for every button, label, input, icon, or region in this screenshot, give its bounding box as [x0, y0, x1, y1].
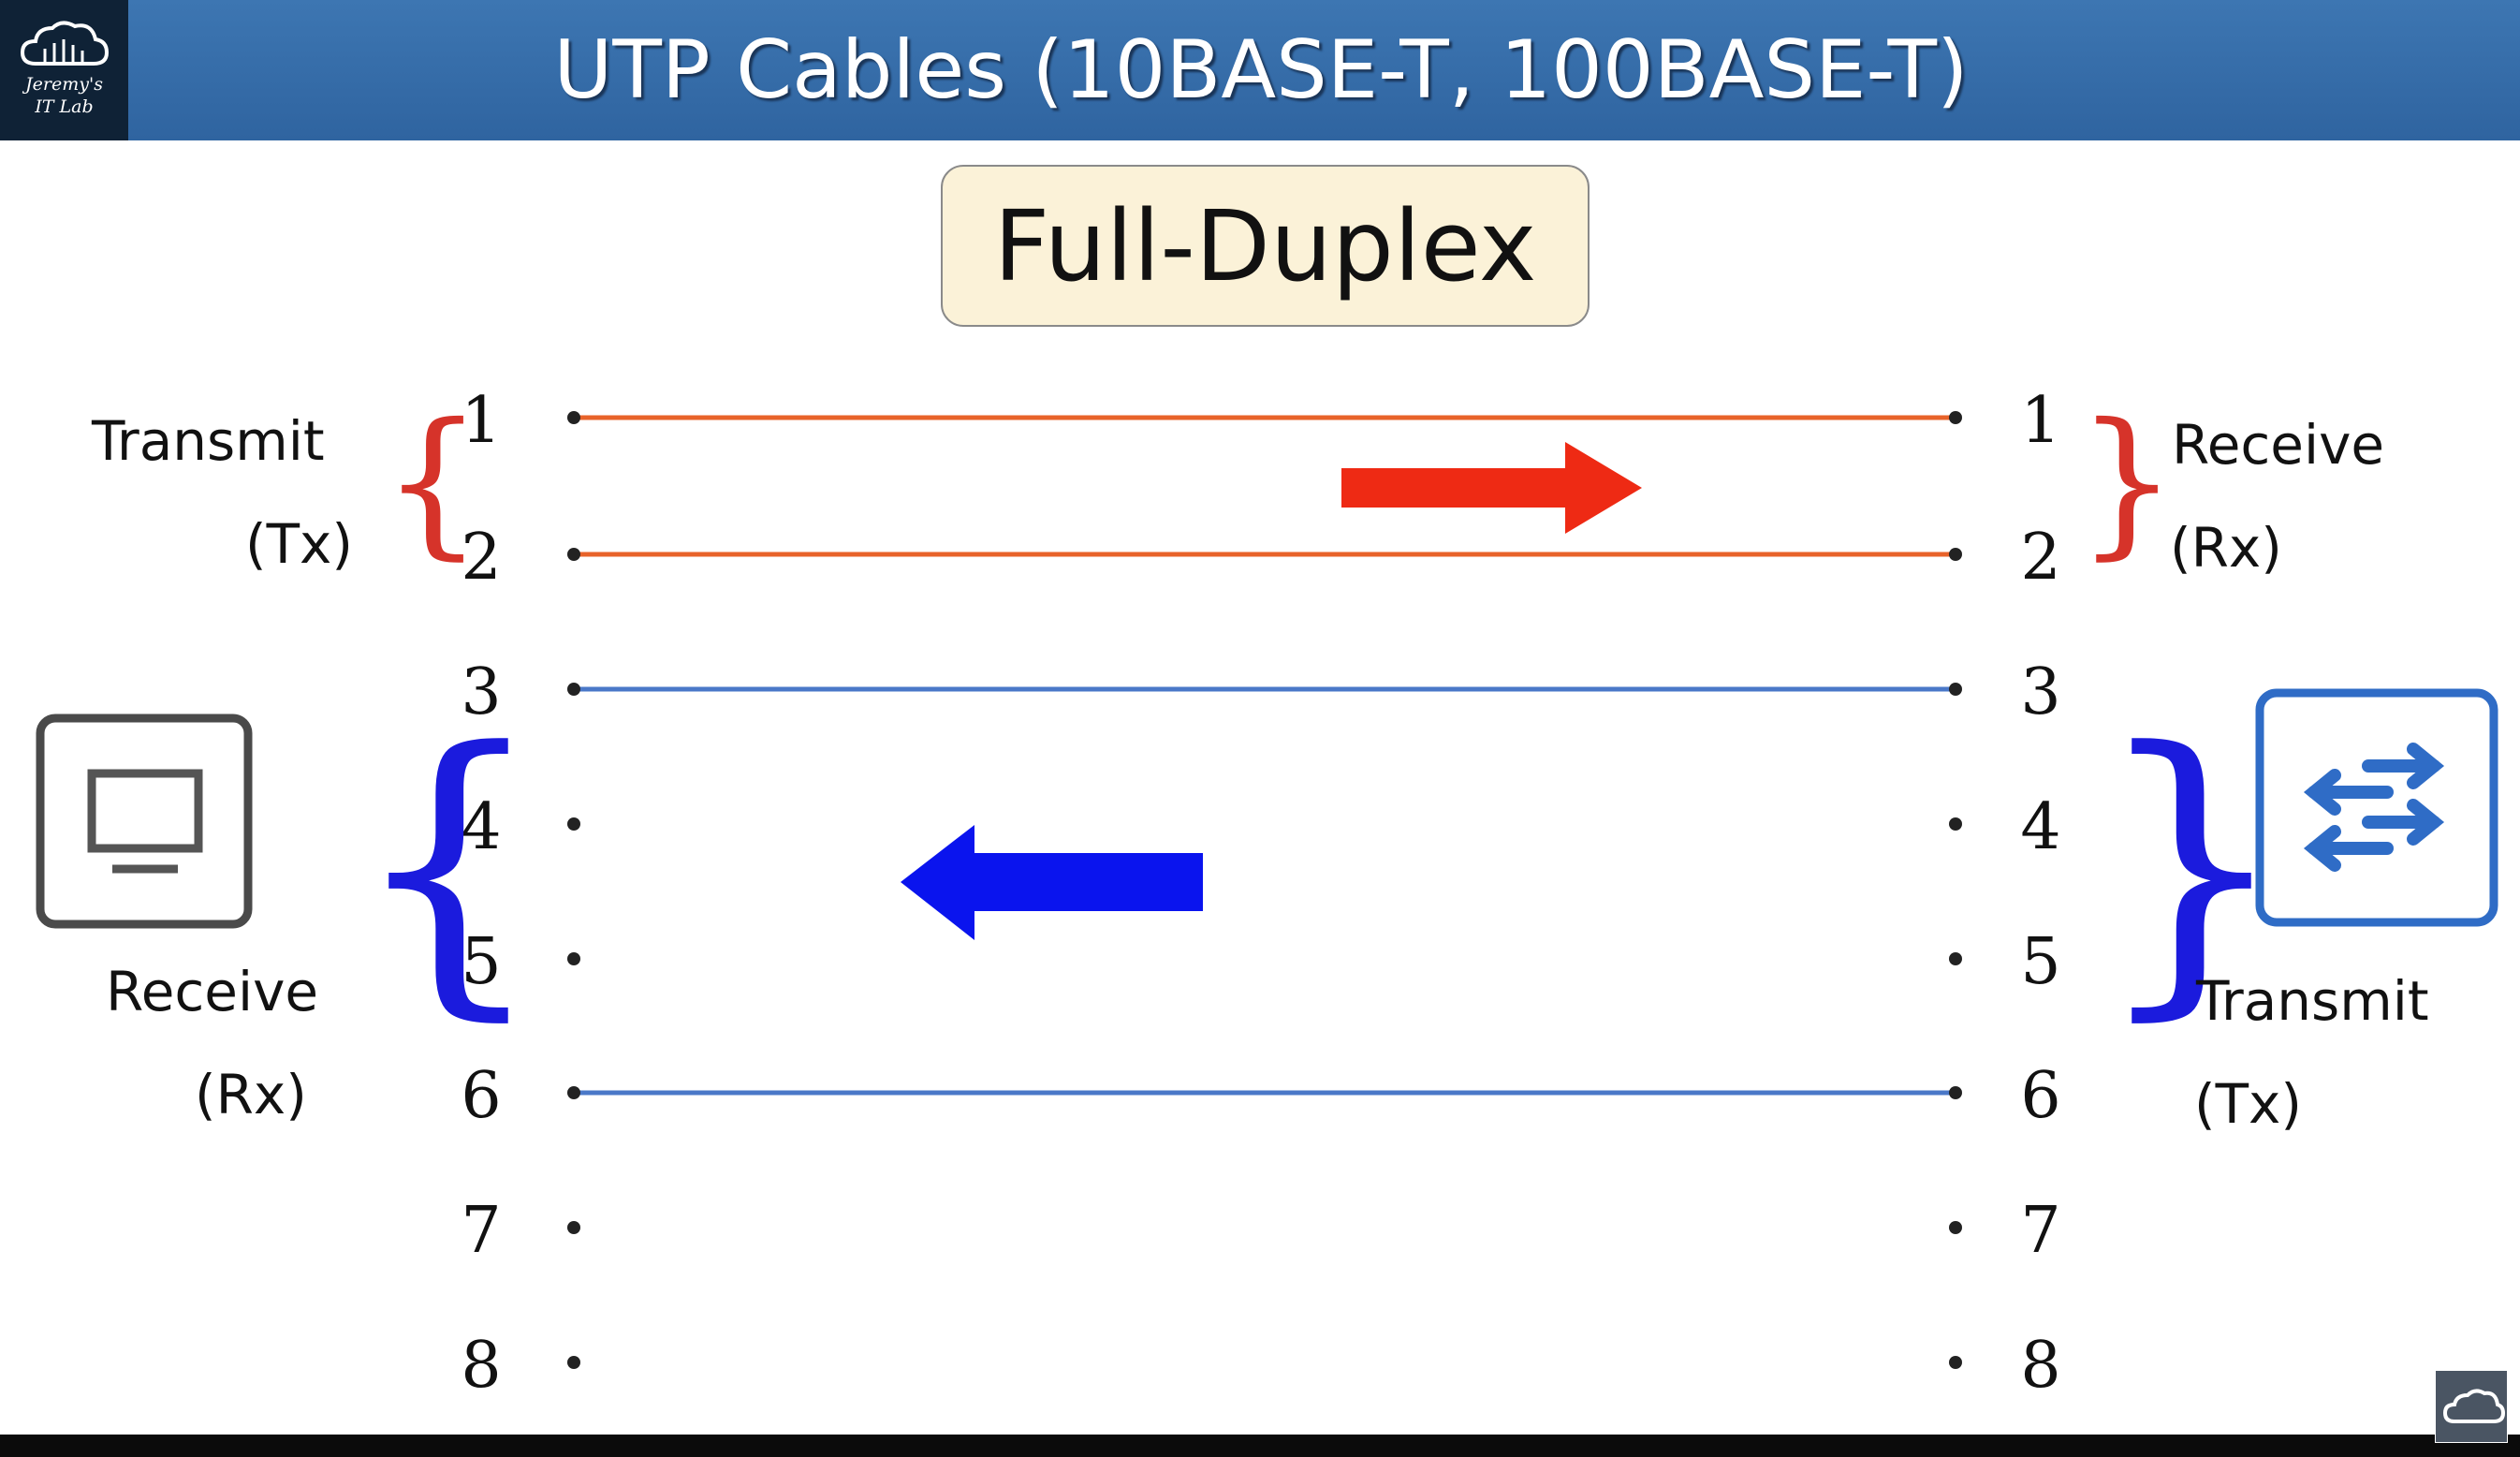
left-dot-2	[567, 548, 580, 561]
left-dot-1	[567, 411, 580, 424]
right-tx-label: (Tx)	[2194, 1072, 2303, 1136]
channel-logo-button[interactable]	[2435, 1370, 2508, 1443]
right-dot-5	[1949, 952, 1962, 965]
right-tx-brace: }	[2093, 686, 2290, 1046]
blue-left-arrow	[901, 825, 1203, 940]
left-pin-8: 8	[461, 1329, 502, 1403]
right-pin-dots	[1949, 411, 1962, 1369]
left-transmit-label: Transmit	[92, 409, 325, 473]
wiring-diagram	[36, 411, 2498, 1369]
left-pin-5: 5	[461, 925, 502, 999]
left-dot-3	[567, 683, 580, 696]
right-pin-7: 7	[2020, 1194, 2061, 1268]
left-rx-brace: {	[350, 686, 547, 1046]
right-dot-7	[1949, 1221, 1962, 1234]
left-pin-3: 3	[461, 655, 502, 729]
right-receive-label: Receive	[2172, 413, 2385, 477]
left-dot-8	[567, 1356, 580, 1369]
right-dot-2	[1949, 548, 1962, 561]
left-tx-label: (Tx)	[245, 512, 354, 576]
right-dot-1	[1949, 411, 1962, 424]
right-pin-2: 2	[2020, 521, 2061, 595]
pc-monitor-icon	[36, 714, 253, 929]
left-pin-6: 6	[461, 1059, 502, 1133]
left-pin-2: 2	[461, 521, 502, 595]
switch-icon	[2255, 688, 2498, 927]
left-dot-5	[567, 952, 580, 965]
left-pin-4: 4	[461, 790, 502, 864]
right-transmit-label: Transmit	[2196, 969, 2429, 1033]
right-rx-brace: }	[2076, 390, 2178, 575]
right-pin-3: 3	[2020, 655, 2061, 729]
right-rx-label: (Rx)	[2170, 516, 2282, 580]
right-dot-8	[1949, 1356, 1962, 1369]
right-pin-4: 4	[2020, 790, 2061, 864]
left-pin-1: 1	[461, 384, 502, 458]
bottom-bar	[0, 1435, 2520, 1457]
cloud-icon	[2442, 1389, 2506, 1423]
left-pin-dots	[567, 411, 580, 1369]
red-right-arrow	[1341, 442, 1642, 534]
right-dot-6	[1949, 1086, 1962, 1099]
left-dot-6	[567, 1086, 580, 1099]
header-bar: Jeremy's IT Lab UTP Cables (10BASE-T, 10…	[0, 0, 2520, 140]
logo-label: Jeremy's IT Lab	[25, 74, 103, 117]
left-rx-label: (Rx)	[195, 1063, 307, 1126]
full-duplex-badge: Full-Duplex	[941, 165, 1590, 327]
page-title: UTP Cables (10BASE-T, 100BASE-T)	[553, 23, 1969, 117]
left-receive-label: Receive	[106, 960, 319, 1023]
right-pin-6: 6	[2020, 1059, 2061, 1133]
left-tx-brace: {	[382, 390, 484, 575]
cloud-icon	[20, 21, 110, 66]
left-dot-4	[567, 817, 580, 831]
right-pin-5: 5	[2020, 925, 2061, 999]
right-pin-1: 1	[2020, 384, 2061, 458]
left-pin-7: 7	[461, 1194, 502, 1268]
right-dot-3	[1949, 683, 1962, 696]
right-dot-4	[1949, 817, 1962, 831]
right-pin-8: 8	[2020, 1329, 2061, 1403]
left-dot-7	[567, 1221, 580, 1234]
jeremys-it-lab-logo: Jeremy's IT Lab	[0, 0, 128, 140]
